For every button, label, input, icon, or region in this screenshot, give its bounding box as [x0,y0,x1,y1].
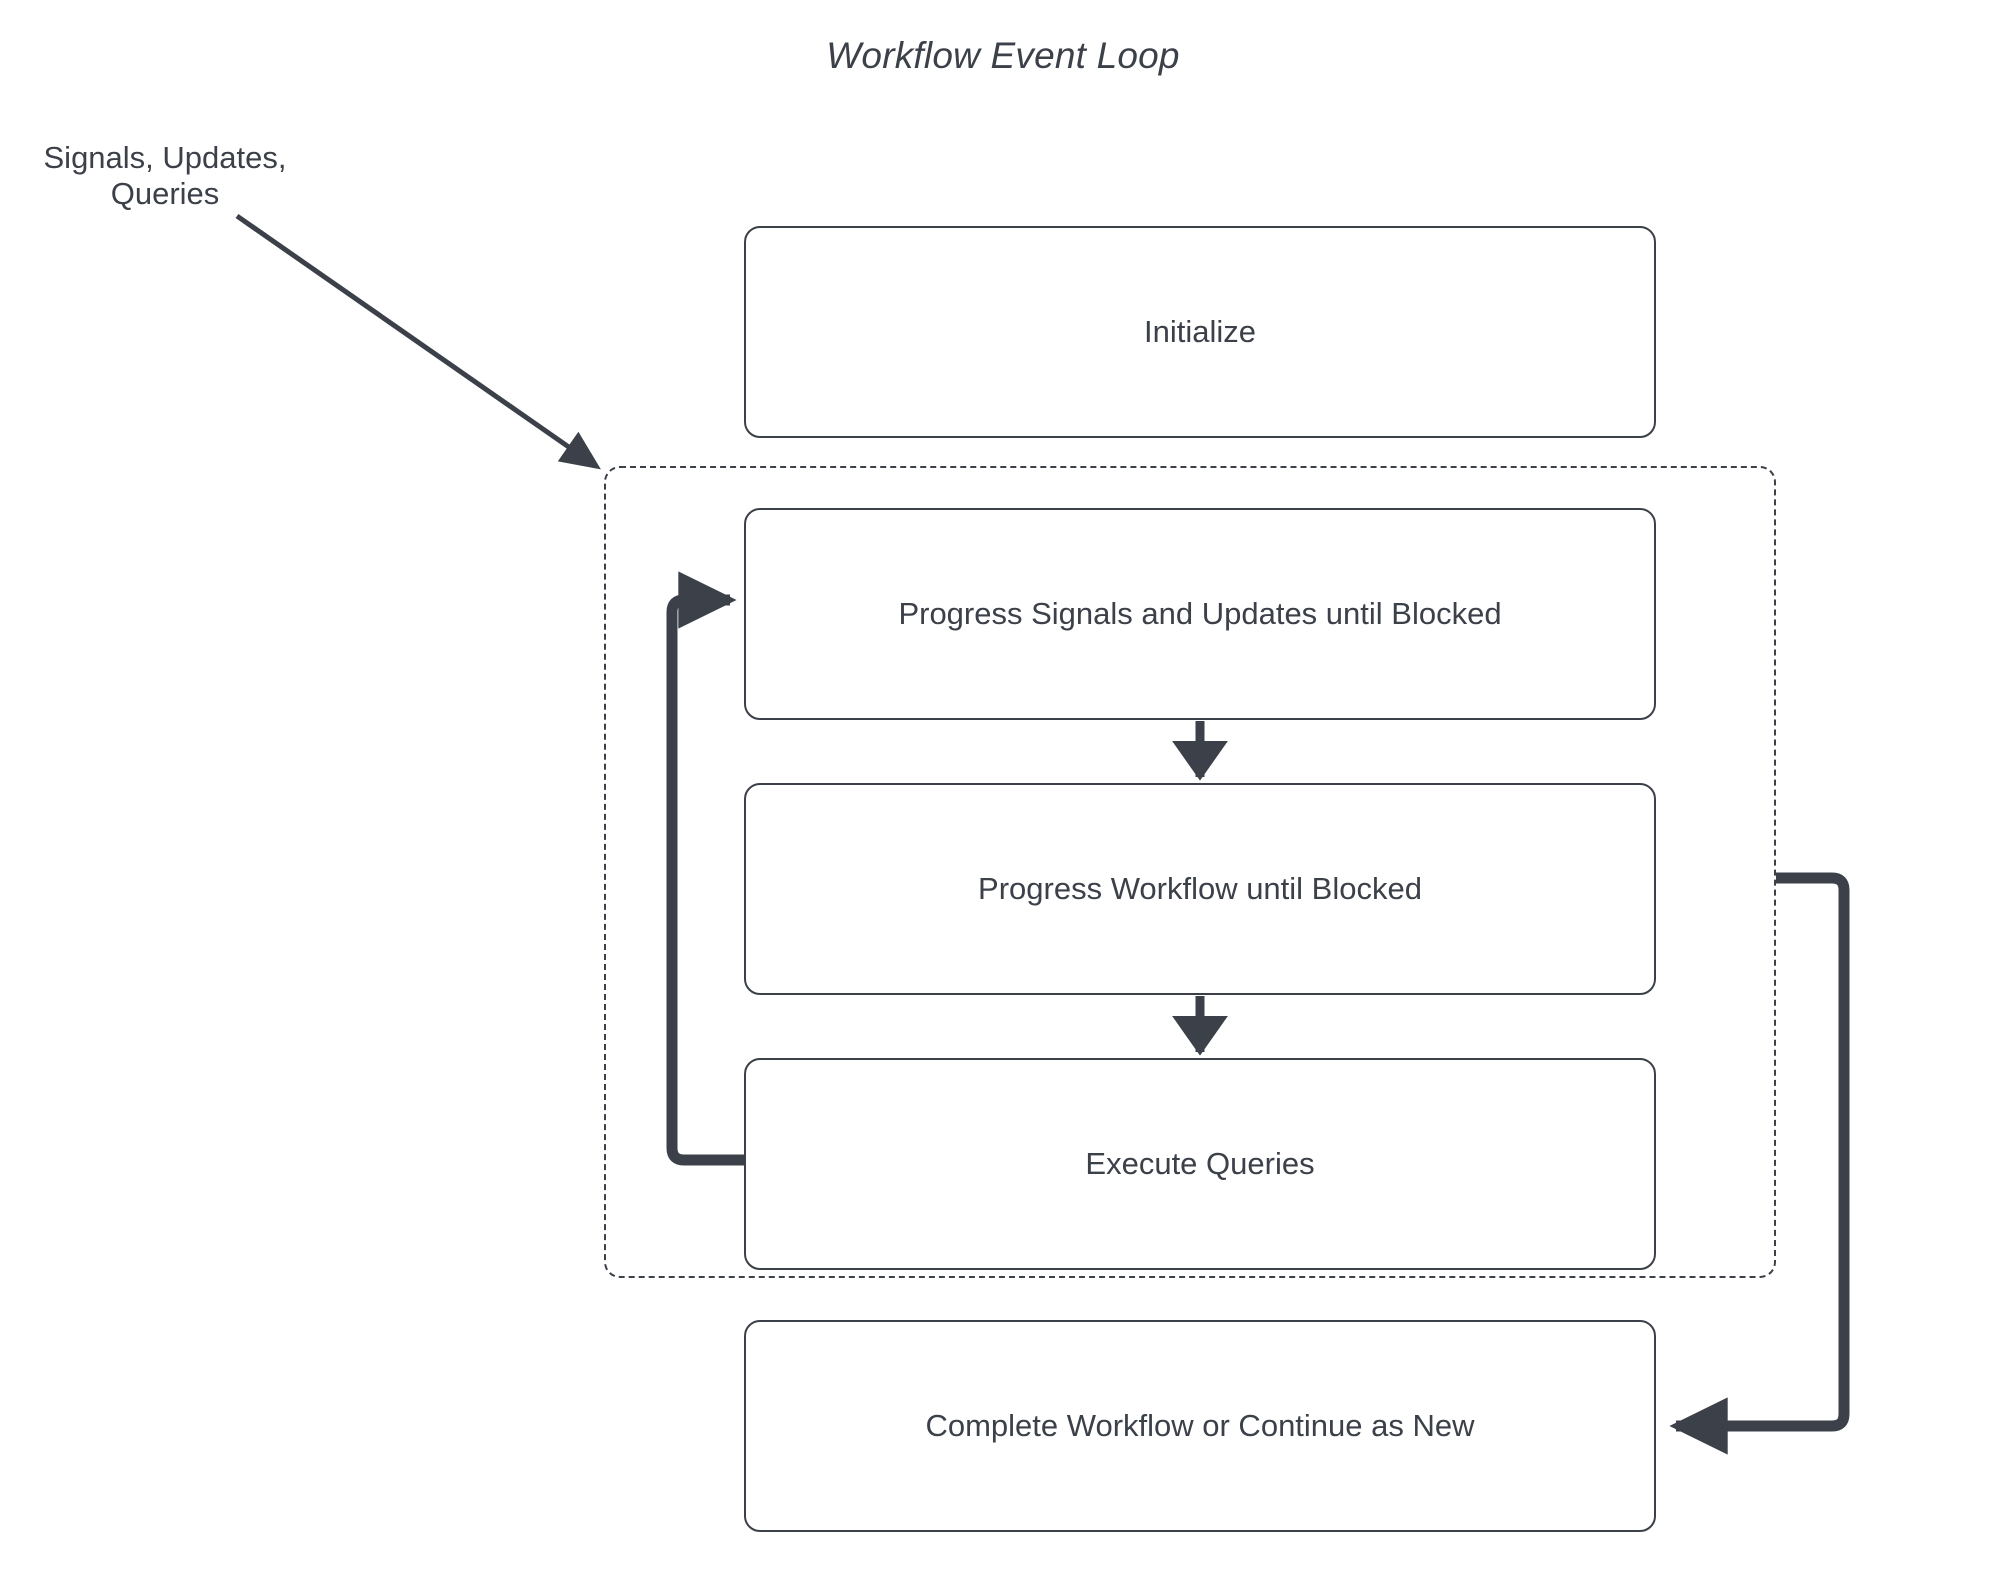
node-execute-queries[interactable]: Execute Queries [744,1058,1656,1270]
node-initialize[interactable]: Initialize [744,226,1656,438]
node-progress-workflow[interactable]: Progress Workflow until Blocked [744,783,1656,995]
node-initialize-label: Initialize [1144,314,1256,349]
node-progress-workflow-label: Progress Workflow until Blocked [978,871,1422,906]
node-execute-queries-label: Execute Queries [1085,1146,1315,1181]
external-input-label-line1: Signals, Updates, [43,140,287,175]
edge-external-input-to-loop [235,213,601,470]
external-input-label-line2: Queries [110,176,220,212]
page-title: Workflow Event Loop [826,35,1180,76]
node-complete-workflow-label: Complete Workflow or Continue as New [925,1408,1475,1443]
node-complete-workflow[interactable]: Complete Workflow or Continue as New [744,1320,1656,1532]
node-progress-signals-label: Progress Signals and Updates until Block… [898,596,1502,631]
external-input-label: Signals, Updates, Queries [20,140,310,213]
loop-container [604,466,1776,1278]
node-progress-signals[interactable]: Progress Signals and Updates until Block… [744,508,1656,720]
